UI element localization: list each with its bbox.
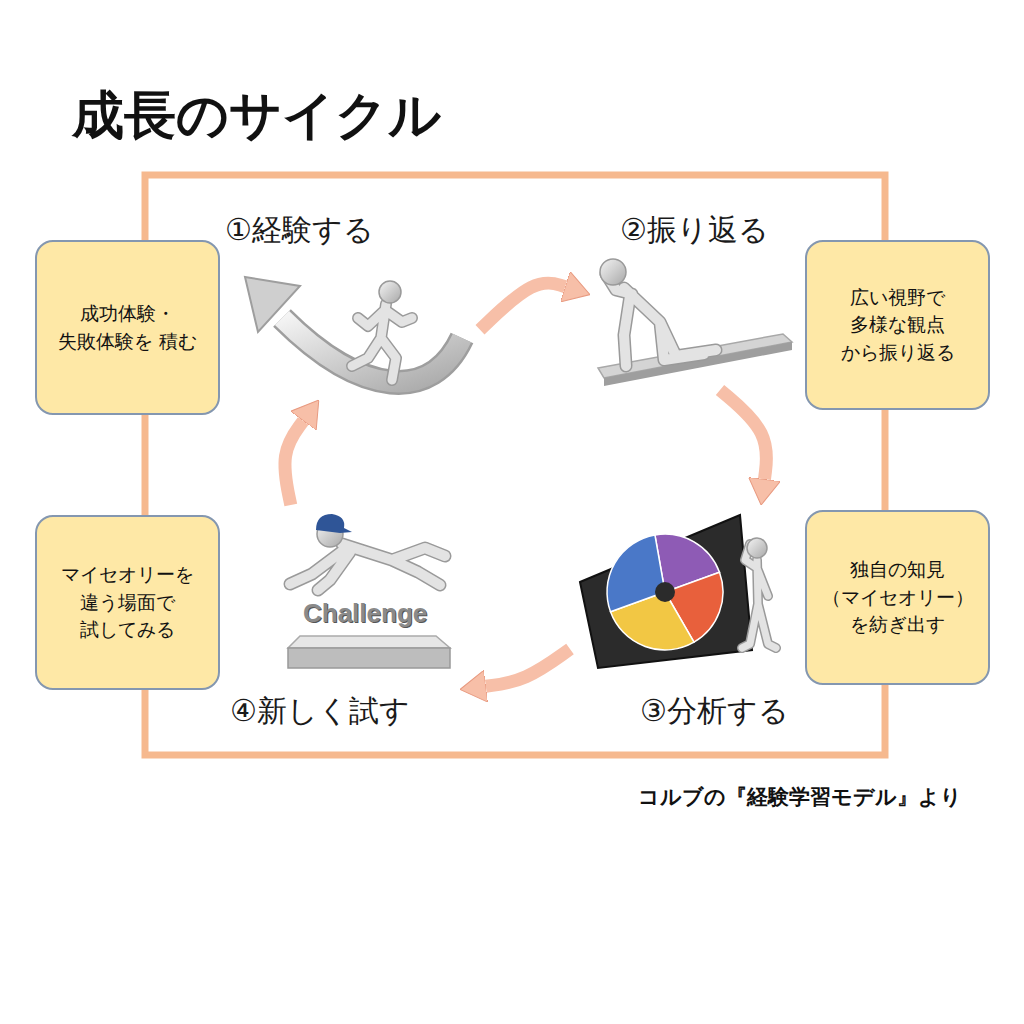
pie-hole xyxy=(655,582,675,602)
note-text: 広い視野で 多様な観点 から振り返る xyxy=(819,284,976,367)
note-text: 成功体験・ 失敗体験を 積む xyxy=(49,300,206,355)
blue-cap xyxy=(316,514,352,533)
cycle-arrow xyxy=(480,283,565,330)
leaping-figure xyxy=(290,544,445,590)
kneeling-head xyxy=(600,259,626,285)
note-text: マイセオリーを 違う場面で 試してみる xyxy=(49,561,206,644)
note-box: 成功体験・ 失敗体験を 積む xyxy=(35,240,220,415)
cycle-arrow xyxy=(285,421,303,505)
note-box: マイセオリーを 違う場面で 試してみる xyxy=(35,515,220,690)
cycle-arrow xyxy=(720,390,767,479)
cycle-arrow xyxy=(486,649,570,686)
stage-label: ③分析する xyxy=(570,691,789,730)
runner-figure xyxy=(352,304,412,380)
diagram-caption: コルブの『経験学習モデル』より xyxy=(638,784,962,811)
stage-node: ①経験する xyxy=(220,210,480,400)
tablet xyxy=(580,515,752,668)
challenge-block xyxy=(288,636,450,648)
note-text: 独自の知見 （マイセオリー） を紡ぎ出す xyxy=(819,556,976,639)
standing-figure xyxy=(742,544,776,648)
swoosh-arrowhead xyxy=(245,277,300,332)
stage-label: ④新しく試す xyxy=(225,691,410,730)
stage-label: ②振り返る xyxy=(590,210,769,249)
standing-figure xyxy=(742,544,776,648)
stage-node: ③分析する xyxy=(570,505,815,730)
note-box: 独自の知見 （マイセオリー） を紡ぎ出す xyxy=(805,510,990,685)
challenge-text: Challenge xyxy=(303,598,427,629)
challenge-block xyxy=(288,648,450,668)
stage-node: ②振り返る xyxy=(590,210,790,390)
runner-head xyxy=(379,281,401,303)
leaping-figure xyxy=(290,544,445,590)
cycle-frame xyxy=(145,175,885,755)
standing-head xyxy=(747,538,767,558)
stage-label: ①経験する xyxy=(220,210,374,249)
note-box: 広い視野で 多様な観点 から振り返る xyxy=(805,240,990,410)
kneeling-figure xyxy=(606,274,716,366)
diagram-title: 成長のサイクル xyxy=(72,84,441,146)
pie-slice xyxy=(607,535,665,612)
runner-figure xyxy=(352,304,412,380)
kneeling-figure xyxy=(606,274,716,366)
